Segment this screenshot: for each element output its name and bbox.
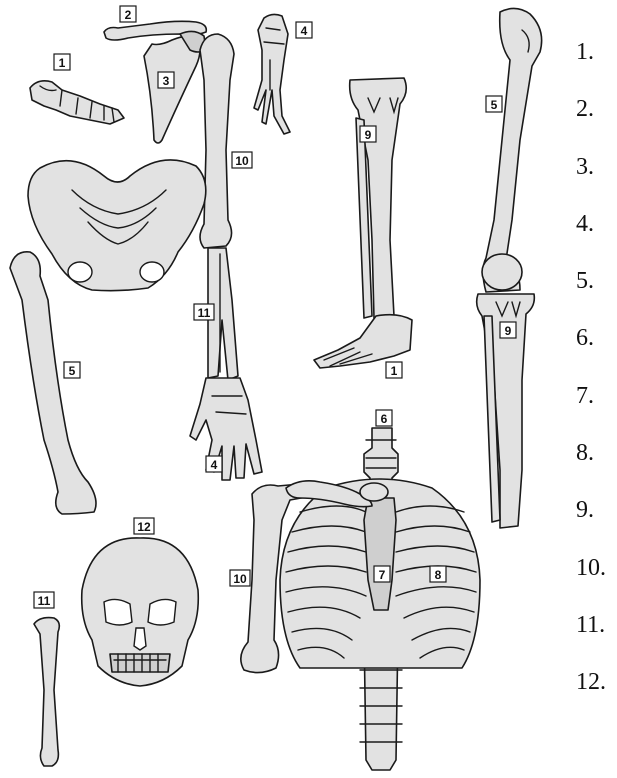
tag-tibia-right: 9 [500,322,516,338]
tag-forearm: 11 [194,304,214,320]
tag-clavicle-top: 2 [120,6,136,22]
tag-forearm-bottom: 11 [34,592,54,608]
tag-hand-lower: 4 [206,456,222,472]
tag-scapula: 3 [158,72,174,88]
answer-item: 9. [576,492,617,549]
tag-skull: 12 [134,518,154,534]
answer-item: 3. [576,149,617,206]
hand-bones-lower [190,378,262,480]
svg-text:9: 9 [365,128,372,142]
svg-text:3: 3 [163,74,170,88]
foot-bones-center [314,315,412,368]
answer-item: 12. [576,664,617,721]
patella-right [482,254,522,290]
hand-bones-top [254,14,290,134]
tag-foot-center: 1 [386,362,402,378]
svg-text:4: 4 [211,458,218,472]
answer-item: 7. [576,378,617,435]
svg-text:5: 5 [69,364,76,378]
tag-sternum: 7 [374,566,390,582]
svg-text:10: 10 [235,154,249,168]
femur-left [10,252,96,514]
tag-spine: 6 [376,410,392,426]
svg-text:11: 11 [38,594,51,608]
scapula [144,31,206,143]
pelvis [28,160,206,291]
svg-text:9: 9 [505,324,512,338]
forearm-bone-bottom [34,618,59,766]
svg-text:6: 6 [381,412,388,426]
foot-bones-top [30,81,124,124]
answer-item: 8. [576,435,617,492]
svg-text:11: 11 [198,306,211,320]
skull [82,538,199,686]
answer-item: 11. [576,607,617,664]
answer-item: 6. [576,320,617,377]
tag-hand-top: 4 [296,22,312,38]
answer-number-list: 1. 2. 3. 4. 5. 6. 7. 8. 9. 10. 11. 12. [576,34,617,722]
tag-tibia-center: 9 [360,126,376,142]
answer-item: 4. [576,206,617,263]
answer-item: 10. [576,550,617,607]
svg-text:7: 7 [379,568,386,582]
svg-text:5: 5 [491,98,498,112]
femur-right [483,8,542,292]
svg-text:2: 2 [125,8,132,22]
tag-femur-left: 5 [64,362,80,378]
tag-humerus-arm: 10 [232,152,252,168]
svg-text:8: 8 [435,568,442,582]
tag-humerus-lower: 10 [230,570,250,586]
svg-text:4: 4 [301,24,308,38]
humerus-arm [200,34,234,248]
tibia-fibula-center [350,78,407,318]
tag-foot-top: 1 [54,54,70,70]
tag-femur-right: 5 [486,96,502,112]
svg-text:1: 1 [391,364,398,378]
answer-item: 1. [576,34,617,91]
answer-item: 2. [576,91,617,148]
tag-ribs: 8 [430,566,446,582]
svg-text:10: 10 [233,572,247,586]
svg-text:1: 1 [59,56,66,70]
answer-item: 5. [576,263,617,320]
svg-text:12: 12 [137,520,151,534]
